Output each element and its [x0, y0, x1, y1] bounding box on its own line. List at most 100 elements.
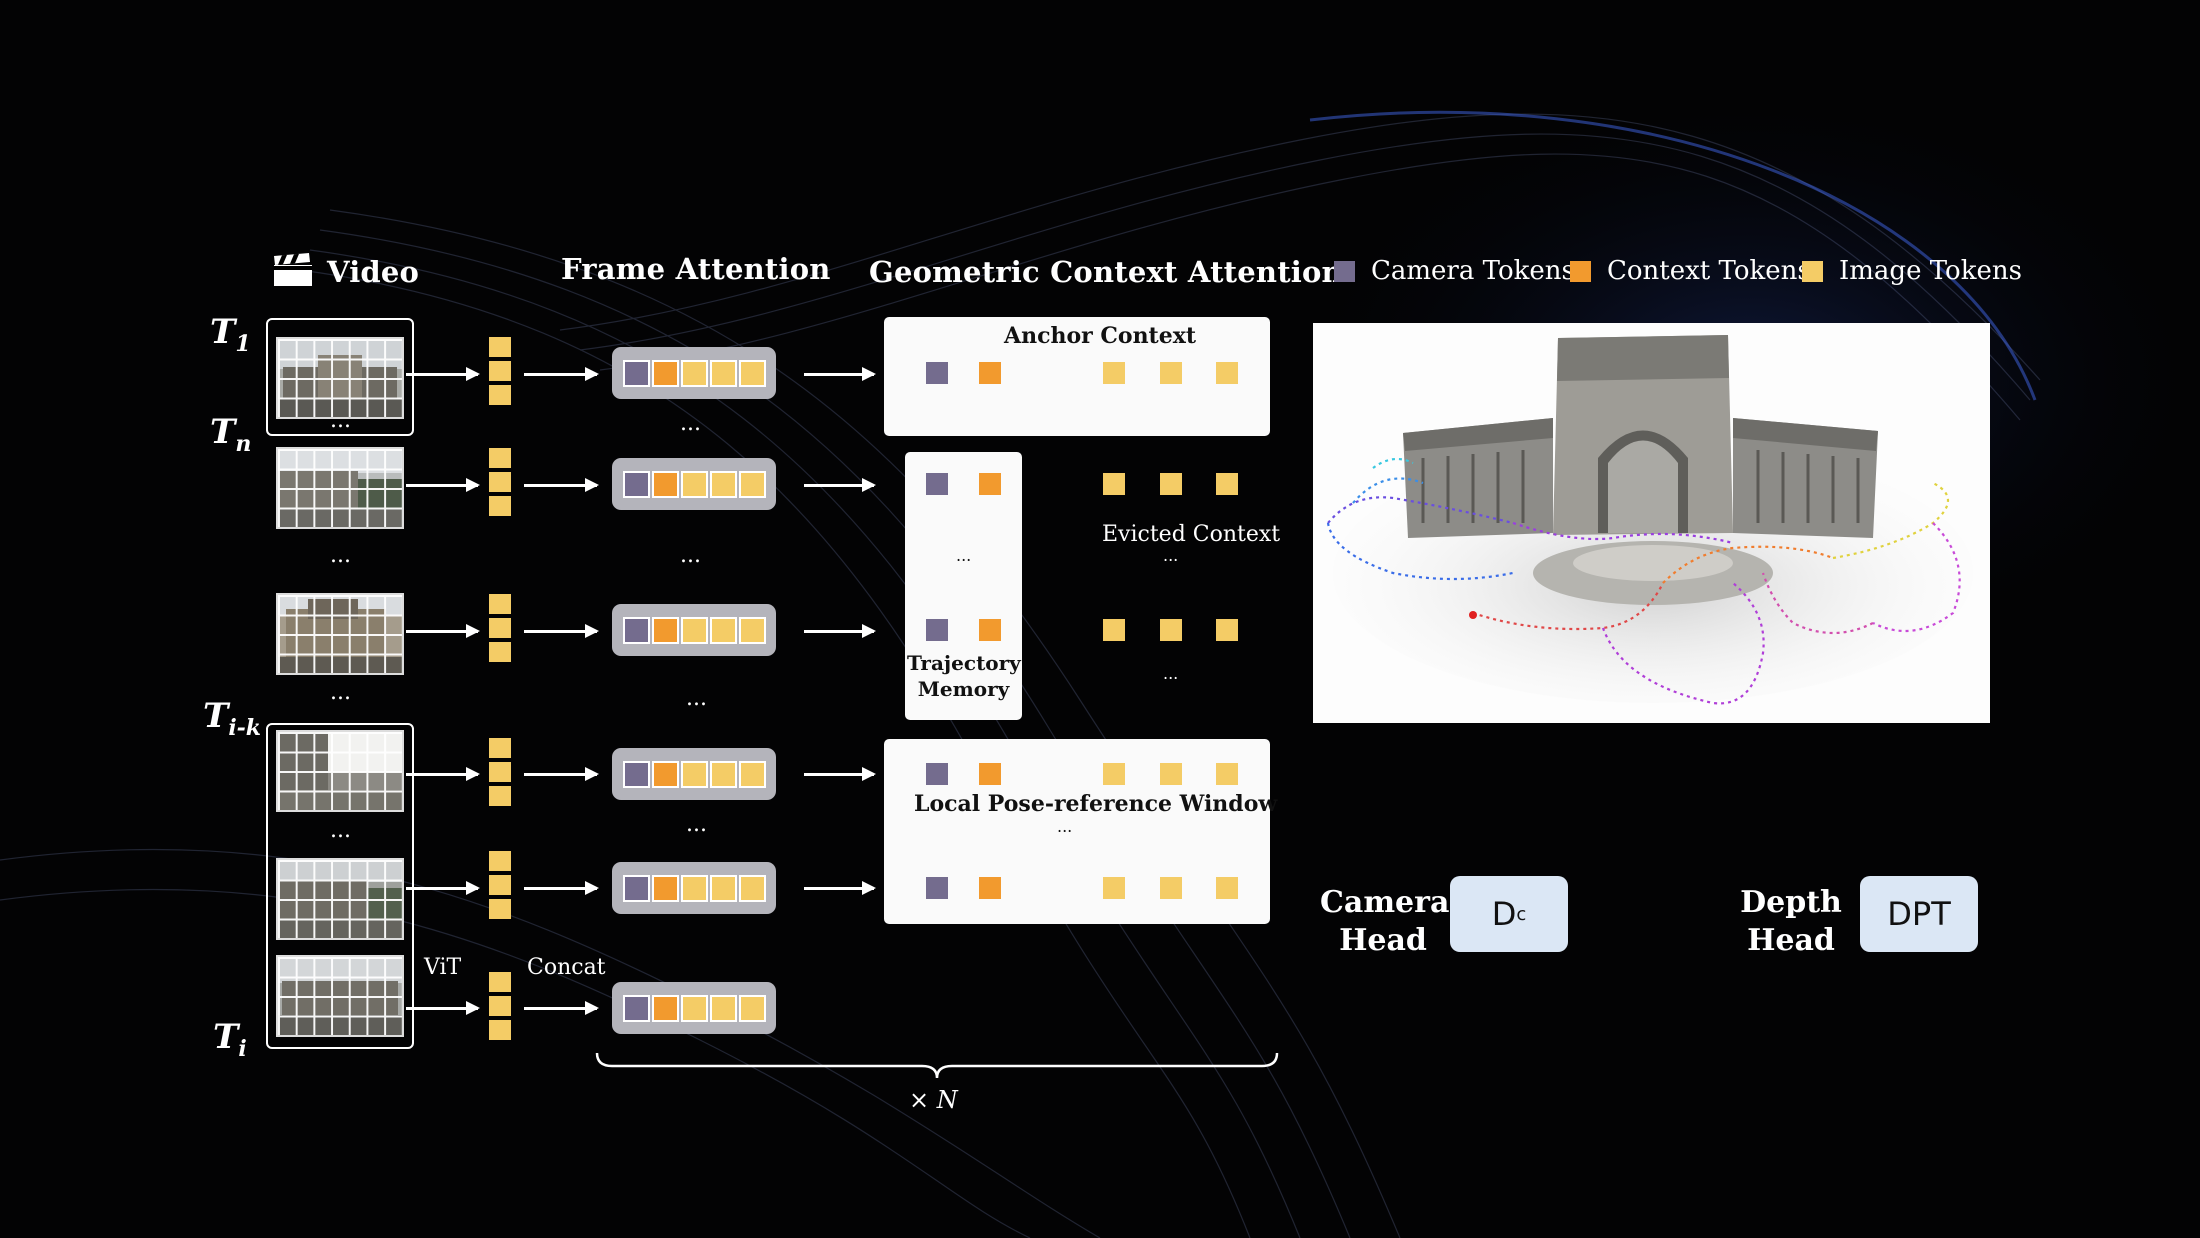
arrow [804, 767, 876, 781]
image-token [1103, 619, 1125, 641]
trajectory-memory-label: Trajectory Memory [907, 651, 1021, 701]
ellipsis: ... [330, 543, 351, 568]
image-token [1103, 763, 1125, 785]
vit-token-stack [489, 851, 511, 919]
image-token [1160, 473, 1182, 495]
context-token-swatch [1570, 260, 1591, 282]
image-token [1216, 473, 1238, 495]
concat-label: Concat [527, 955, 606, 980]
anchor-context-label: Anchor Context [1004, 323, 1196, 349]
frame-thumbnail [276, 955, 404, 1037]
ellipsis: ... [680, 411, 701, 436]
camera-token-swatch [1334, 260, 1355, 282]
ellipsis: ... [680, 543, 701, 568]
frame-attention-block [612, 604, 776, 656]
time-label-tn: Tn [210, 412, 252, 457]
depth-head-box: DPT [1860, 876, 1978, 952]
vit-token-stack [489, 337, 511, 405]
ellipsis: ... [330, 408, 351, 433]
repeat-label: × N [909, 1086, 958, 1114]
image-token [1216, 877, 1238, 899]
ellipsis: ... [686, 686, 707, 711]
vit-token-stack [489, 972, 511, 1040]
local-window-label: Local Pose-reference Window [914, 791, 1278, 817]
legend-label: Image Tokens [1839, 256, 2022, 286]
arrow [804, 881, 876, 895]
ellipsis: ... [686, 812, 707, 837]
vit-token-stack [489, 448, 511, 516]
camera-head-label: Camera Head [1320, 885, 1450, 958]
frame-attention-block [612, 748, 776, 800]
ellipsis: ... [1163, 664, 1179, 683]
repeat-brace [595, 1052, 1279, 1079]
legend-context-tokens: Context Tokens [1570, 256, 1811, 286]
arrow [406, 881, 480, 895]
image-token [1103, 362, 1125, 384]
camera-token [926, 362, 948, 384]
vit-token-stack [489, 594, 511, 662]
camera-token [926, 619, 948, 641]
context-token [979, 877, 1001, 899]
image-token [1216, 763, 1238, 785]
time-label-ti: Ti [213, 1017, 247, 1062]
arrow [804, 624, 876, 638]
image-token [1216, 619, 1238, 641]
arrow [524, 881, 599, 895]
arrow [406, 767, 480, 781]
context-token [979, 362, 1001, 384]
arrow [524, 367, 599, 381]
arrow [524, 1001, 599, 1015]
evicted-context-label: Evicted Context [1102, 522, 1281, 547]
arrow [524, 478, 599, 492]
legend-label: Context Tokens [1607, 256, 1811, 286]
time-label-t1: T1 [210, 312, 251, 357]
image-token [1103, 877, 1125, 899]
arrow [406, 624, 480, 638]
reconstruction-image [1313, 323, 1990, 723]
frame-thumbnail [276, 593, 404, 675]
arrow [406, 1001, 480, 1015]
trajectory-memory-panel: ... Trajectory Memory [905, 452, 1022, 720]
arrow [804, 478, 876, 492]
context-token [979, 473, 1001, 495]
frame-thumbnail [276, 858, 404, 940]
camera-token [926, 877, 948, 899]
local-pose-reference-window-panel: Local Pose-reference Window ... [884, 739, 1277, 924]
frame-attention-header: Frame Attention [561, 252, 831, 286]
image-token [1160, 619, 1182, 641]
arrow [524, 767, 599, 781]
image-token [1216, 362, 1238, 384]
ellipsis: ... [330, 680, 351, 705]
vit-token-stack [489, 738, 511, 806]
camera-token [926, 473, 948, 495]
legend-label: Camera Tokens [1371, 256, 1575, 286]
local-window-frame-group [266, 723, 414, 1049]
arrow [406, 478, 480, 492]
video-header: Video [327, 255, 420, 289]
depth-head-label: Depth Head [1740, 885, 1842, 958]
frame-attention-block [612, 982, 776, 1034]
legend-image-tokens: Image Tokens [1802, 256, 2022, 286]
image-token-swatch [1802, 260, 1823, 282]
camera-token [926, 763, 948, 785]
frame-thumbnail [276, 447, 404, 529]
frame-attention-block [612, 347, 776, 399]
ellipsis: ... [330, 818, 351, 843]
context-token [979, 763, 1001, 785]
frame-attention-block [612, 458, 776, 510]
anchor-context-panel: Anchor Context [884, 317, 1270, 436]
frame-thumbnail [276, 730, 404, 812]
image-token [1160, 877, 1182, 899]
ellipsis: ... [1163, 546, 1179, 565]
local-window-ellipsis: ... [1057, 817, 1073, 836]
frame-attention-block [612, 862, 776, 914]
arrow [406, 367, 480, 381]
image-token [1160, 763, 1182, 785]
image-token [1160, 362, 1182, 384]
anchor-frame-group [266, 318, 414, 436]
clapperboard-icon [273, 253, 313, 291]
arrow [524, 624, 599, 638]
context-token [979, 619, 1001, 641]
vit-label: ViT [424, 955, 462, 980]
